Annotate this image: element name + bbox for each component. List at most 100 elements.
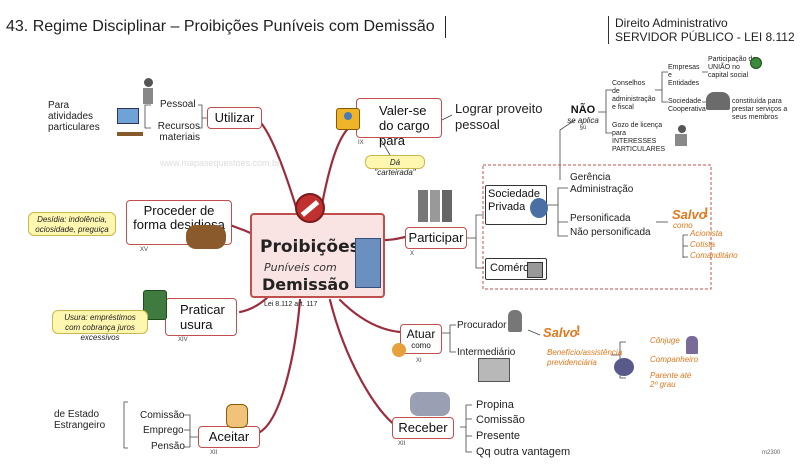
receber-item-comissao: Comissão: [476, 414, 525, 426]
receber-node: Receber: [392, 417, 454, 439]
personificada-item: Personificada: [570, 213, 631, 224]
aceitar-item-emprego: Emprego: [143, 425, 184, 436]
center-title: Proibições: [260, 237, 360, 257]
valer-to-logro: [441, 114, 453, 121]
atuar-node: Atuar como: [400, 324, 442, 354]
branch-receber: [328, 298, 397, 427]
valer-to-note: [379, 137, 391, 156]
team-hands-icon: [418, 190, 452, 226]
couple-icon: [686, 336, 698, 354]
bribe-exchange-icon: [410, 392, 450, 416]
person-pointing-icon: [143, 78, 155, 108]
family-icon: [614, 358, 634, 376]
salvo-item-cotista: Cotista: [690, 240, 715, 249]
valer-note: Dá "carteirada": [365, 155, 425, 177]
receber-item-presente: Presente: [476, 430, 521, 442]
thumbs-up-icon: [226, 404, 248, 428]
prohibition-sign-icon: [295, 193, 325, 223]
footer-code: m2300: [762, 450, 781, 456]
branch-utilizar: [256, 118, 302, 222]
theater-masks-icon: [392, 343, 406, 357]
atuar-to-salvo: [527, 329, 541, 336]
text-cursor: [445, 16, 446, 38]
praticar-node: Praticar usura: [165, 298, 237, 336]
aceitar-bracket: [184, 414, 198, 448]
subject-line1: Direito Administrativo: [615, 16, 728, 30]
atuar-sub: como: [411, 341, 431, 350]
beneficio-item-parente: Parente até 2º grau: [650, 371, 692, 389]
valer-node: Valer-se do cargo para: [356, 98, 442, 148]
aceitar-item-pensao: Pensão: [151, 441, 185, 452]
computer-desk-icon: [117, 108, 143, 138]
salvo-item-acionista: Acionista: [690, 229, 723, 238]
branch-participar: [383, 235, 407, 242]
sociedade-bracket: [546, 187, 568, 237]
lawyer-icon: [508, 310, 522, 332]
participar-como: como: [673, 221, 693, 230]
atuar-salvo: Salvo: [543, 325, 578, 340]
beneficio-item-conjuge: Cônjuge: [650, 336, 680, 345]
aceitar-from: de Estado Estrangeiro: [54, 409, 106, 431]
id-badge-icon: [336, 108, 360, 130]
sloth-icon: [186, 225, 226, 249]
group-people-icon: [706, 92, 730, 110]
center-subtitle: Puníveis com: [264, 261, 337, 274]
participar-dashed-frame: [482, 164, 712, 290]
door-icon: [355, 238, 381, 288]
nao-item-licenca: Gozo de licença para INTERESSES PARTICUL…: [612, 122, 666, 153]
conselhos-item-cooperativa: Sociedade Cooperativa: [668, 98, 706, 113]
estrangeiro-bracket: [123, 401, 128, 449]
conselhos-item-empresas: Empresas e Entidades: [668, 64, 700, 87]
handshake-scene-icon: [478, 358, 510, 382]
aceitar-node: Aceitar: [198, 426, 260, 448]
participar-tag: X: [410, 251, 415, 257]
branch-aceitar: [258, 298, 302, 434]
pessoal-recursos-bracket: [144, 104, 151, 129]
exclamation-icon: !: [704, 204, 709, 220]
happy-person-icon: [675, 125, 689, 147]
atuar-item-procurador: Procurador: [457, 320, 507, 331]
nao-label: NÃO: [570, 104, 596, 116]
branch-valer: [318, 120, 358, 217]
subject-line2: SERVIDOR PÚBLICO - LEI 8.112: [615, 30, 795, 44]
conselhos-bracket: [655, 71, 668, 103]
valer-tag: IX: [358, 140, 364, 146]
se-aplica-label: se aplica: [567, 116, 599, 125]
nao-tag: §ú: [579, 125, 587, 131]
praticar-tag: XIV: [178, 337, 188, 343]
participar-node: Participar: [405, 227, 467, 249]
sociedade-to-nao: [559, 119, 576, 180]
business-person-icon: [530, 198, 548, 218]
page-title: 43. Regime Disciplinar – Proibições Puní…: [6, 18, 435, 35]
aceitar-tag: XII: [210, 450, 218, 456]
nao-personificada-item: Não personificada: [570, 227, 651, 238]
atuar-tag: XI: [416, 358, 422, 364]
receber-item-propina: Propina: [476, 399, 514, 411]
subject-header: Direito Administrativo SERVIDOR PÚBLICO …: [608, 16, 795, 44]
cooperativa-note: constituída para prestar serviços a seus…: [732, 98, 788, 121]
utilizar-purpose: Para atividades particulares: [48, 100, 100, 133]
nao-se-aplica: NÃO se aplica §ú: [566, 104, 600, 131]
salvo-item-comanditario: Comanditário: [690, 251, 738, 260]
beneficio-item-companheiro: Companheiro: [650, 355, 699, 364]
proceder-note: Desídia: indolência, ociosidade, preguiç…: [28, 212, 116, 236]
center-title2: Demissão: [262, 275, 350, 294]
gerencia-item: Gerência Administração: [570, 172, 634, 195]
utilizar-bracket: [198, 104, 207, 129]
receber-bracket: [460, 404, 472, 453]
brazil-flag-icon: [750, 57, 762, 69]
center-ref: Lei 8.112 art. 117: [264, 301, 318, 308]
receber-item-outra-vantagem: Qq outra vantagem: [476, 446, 571, 458]
participar-salvo: Salvo: [672, 207, 707, 222]
participar-bracket: [466, 214, 484, 269]
branch-atuar: [338, 298, 402, 334]
beneficio-text: Benefício/assistência previdenciária: [547, 348, 623, 367]
salvo-items-bracket: [682, 234, 688, 258]
atuar-item-intermediario: Intermediário: [457, 347, 516, 358]
receber-tag: XII: [398, 441, 406, 447]
shopping-cart-icon: [527, 262, 543, 278]
nao-item-conselhos: Conselhos de administração e fiscal: [612, 80, 656, 111]
atuar-label: Atuar: [406, 327, 436, 341]
